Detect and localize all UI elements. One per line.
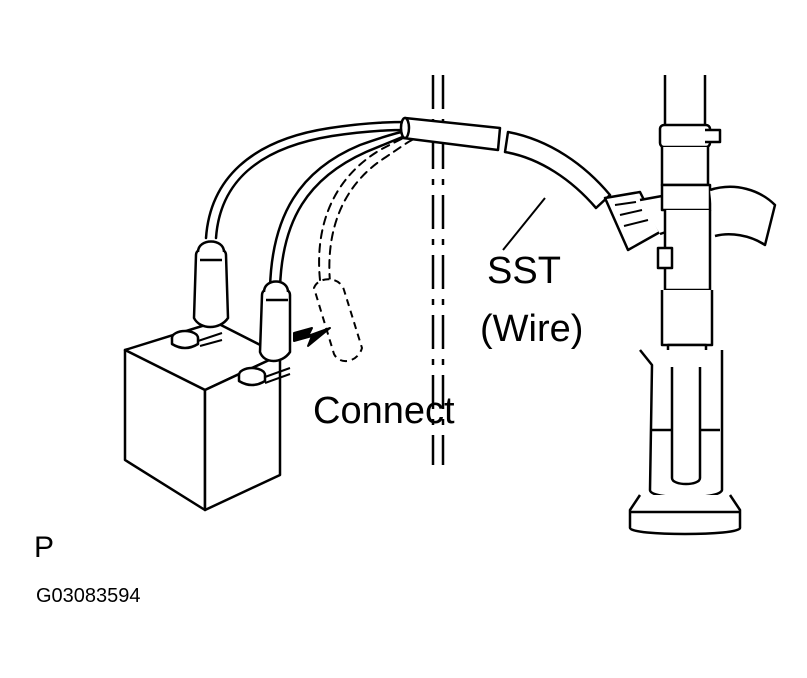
battery-terminal-negative [237, 366, 291, 387]
connect-arrow-icon [293, 327, 331, 347]
sst-label: SST [487, 250, 561, 292]
wire-sleeve [399, 116, 612, 210]
sst-wire [204, 120, 413, 290]
view-letter: P [34, 531, 55, 564]
sst-leader-line [502, 197, 546, 251]
battery [123, 320, 291, 512]
fuel-pump-assembly [628, 75, 777, 536]
clip-boot-dashed [312, 278, 364, 363]
clip-boot-to-connect [258, 280, 292, 363]
clip-boot-connected [192, 240, 230, 329]
battery-terminal-positive [170, 329, 223, 350]
connect-label: Connect [313, 390, 455, 432]
figure-code: G03083594 [36, 585, 141, 607]
sst-wire-label: (Wire) [480, 308, 584, 350]
